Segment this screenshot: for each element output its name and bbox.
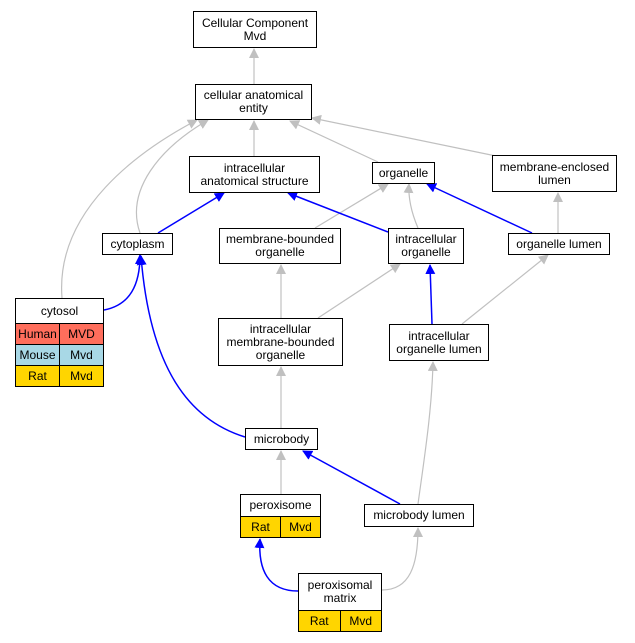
node-label: cellular anatomical entity xyxy=(203,88,304,115)
node-label: Cellular Component Mvd xyxy=(201,15,309,43)
edge-ml-to-iol xyxy=(417,361,438,505)
gene-symbol: MVD xyxy=(59,324,103,344)
node-label: membrane-bounded organelle xyxy=(225,232,335,259)
node-intracellular-organelle-lumen[interactable]: intracellular organelle lumen xyxy=(389,324,489,361)
gene-symbol: Mvd xyxy=(339,611,381,631)
edge-pm-to-per xyxy=(254,538,299,592)
species-row-rat: Rat Mvd xyxy=(16,365,103,386)
node-cytoplasm[interactable]: cytoplasm xyxy=(102,233,173,255)
species-name: Rat xyxy=(16,366,59,386)
node-label: intracellular anatomical structure xyxy=(200,160,309,188)
node-cellular-component[interactable]: Cellular Component Mvd xyxy=(193,11,317,48)
node-label: organelle xyxy=(378,165,429,180)
edge-ml-to-mic xyxy=(302,450,401,505)
node-intracellular-anatomical-structure[interactable]: intracellular anatomical structure xyxy=(189,156,320,193)
edge-mic-to-cytoplasm xyxy=(136,255,246,438)
gene-symbol: Mvd xyxy=(59,366,103,386)
species-row-mouse: Mouse Mvd xyxy=(16,344,103,365)
gene-symbol: Mvd xyxy=(59,345,103,365)
edge-iol-to-io xyxy=(425,264,436,325)
node-peroxisomal-matrix[interactable]: peroxisomal matrix Rat Mvd xyxy=(298,573,382,632)
edge-io-to-ias xyxy=(287,191,389,233)
node-organelle-lumen[interactable]: organelle lumen xyxy=(508,233,610,255)
edge-iol-to-ol xyxy=(461,254,549,325)
edge-ol-to-org xyxy=(426,183,533,234)
node-label: microbody lumen xyxy=(373,508,465,522)
gene-symbol: Mvd xyxy=(280,517,320,537)
node-label: membrane-enclosed lumen xyxy=(499,159,610,187)
edge-cytosol-to-cytoplasm xyxy=(103,254,145,311)
node-microbody[interactable]: microbody xyxy=(245,428,318,450)
edge-org-to-cae xyxy=(289,120,379,163)
edge-mbo-to-org xyxy=(314,183,389,229)
node-cytosol[interactable]: cytosol Human MVD Mouse Mvd Rat Mvd xyxy=(15,298,104,387)
species-name: Mouse xyxy=(16,345,59,365)
node-organelle[interactable]: organelle xyxy=(372,162,435,184)
node-label: cytoplasm xyxy=(110,236,165,251)
node-microbody-lumen[interactable]: microbody lumen xyxy=(364,504,474,527)
node-intracellular-membrane-bounded-organelle[interactable]: intracellular membrane-bounded organelle xyxy=(218,318,343,366)
node-label: cytosol xyxy=(40,303,79,318)
node-membrane-enclosed-lumen[interactable]: membrane-enclosed lumen xyxy=(492,155,617,192)
species-row-human: Human MVD xyxy=(16,323,103,344)
node-peroxisome[interactable]: peroxisome Rat Mvd xyxy=(240,494,321,538)
edge-io-to-org xyxy=(403,183,419,229)
node-label: intracellular membrane-bounded organelle xyxy=(226,321,335,362)
species-name: Rat xyxy=(299,611,340,631)
node-label: peroxisome xyxy=(249,498,312,512)
node-membrane-bounded-organelle[interactable]: membrane-bounded organelle xyxy=(219,228,341,264)
species-name: Human xyxy=(16,324,59,344)
species-row-rat: Rat Mvd xyxy=(241,516,320,537)
edge-mel-to-cae xyxy=(311,114,497,157)
node-intracellular-organelle[interactable]: intracellular organelle xyxy=(388,228,464,264)
node-label: intracellular organelle xyxy=(395,232,457,259)
edge-imbo-to-io xyxy=(317,263,401,319)
node-label: microbody xyxy=(253,431,310,446)
species-name: Rat xyxy=(241,517,280,537)
node-label: organelle lumen xyxy=(516,236,602,251)
node-label: peroxisomal matrix xyxy=(307,578,373,605)
edge-cytoplasm-to-ias xyxy=(157,192,225,234)
node-label: intracellular organelle lumen xyxy=(396,328,482,356)
edge-cytoplasm-to-cae xyxy=(135,119,209,234)
node-cellular-anatomical-entity[interactable]: cellular anatomical entity xyxy=(195,84,312,120)
edge-cytosol-to-cae xyxy=(61,119,198,299)
edge-pm-to-ml xyxy=(381,527,423,591)
species-row-rat: Rat Mvd xyxy=(299,610,381,631)
